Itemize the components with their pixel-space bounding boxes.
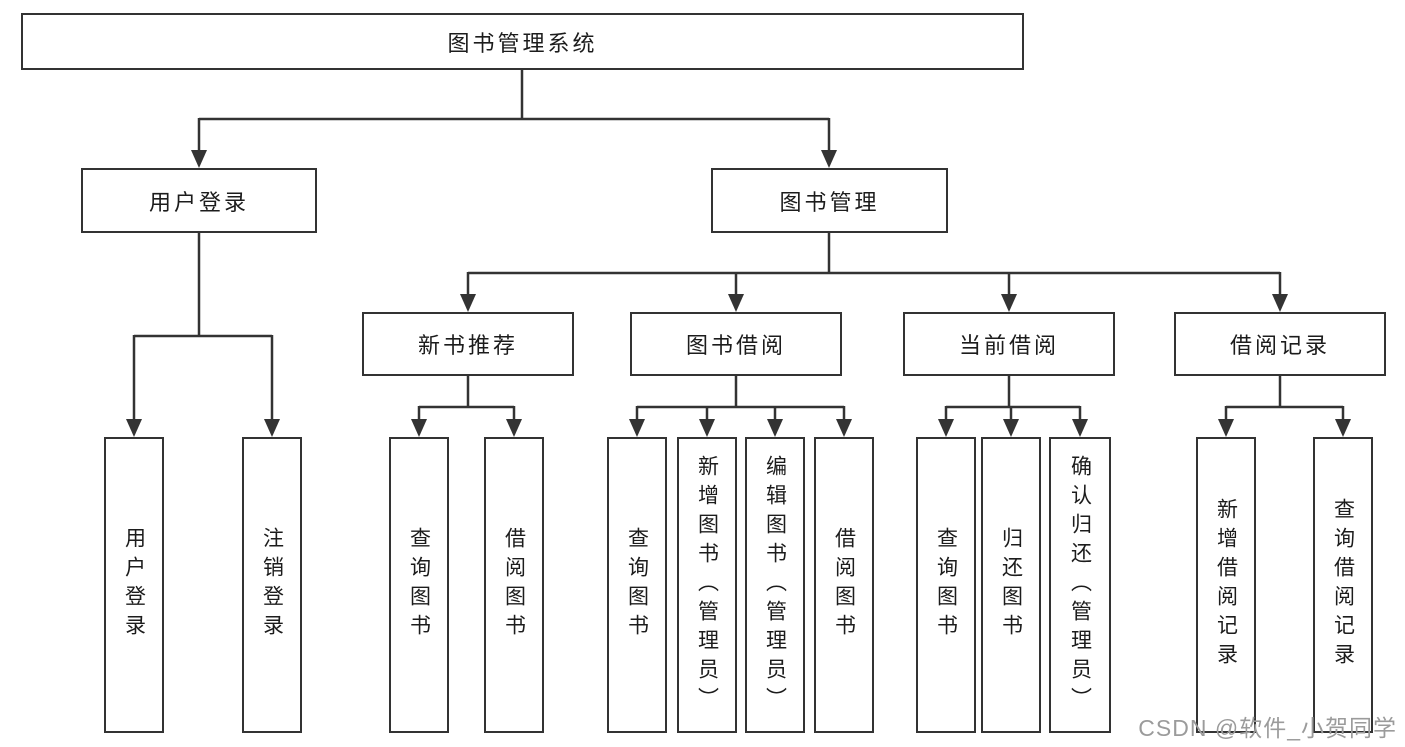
node-book-borrowing: 图书借阅 (630, 312, 842, 376)
node-new-book-recommend: 新书推荐 (362, 312, 574, 376)
leaf-user-login: 用户登录 (104, 437, 164, 733)
leaf-logout: 注销登录 (242, 437, 302, 733)
arrowhead-icons (126, 150, 1351, 437)
leaf-borrow-books-2: 借阅图书 (814, 437, 874, 733)
leaf-query-books-1: 查询图书 (389, 437, 449, 733)
node-user-login: 用户登录 (81, 168, 317, 233)
node-root-system: 图书管理系统 (21, 13, 1024, 70)
node-borrowing-records: 借阅记录 (1174, 312, 1386, 376)
leaf-edit-books-admin: 编辑图书（管理员） (745, 437, 805, 733)
leaf-return-books: 归还图书 (981, 437, 1041, 733)
leaf-query-borrow-record: 查询借阅记录 (1313, 437, 1373, 733)
leaf-add-books-admin: 新增图书（管理员） (677, 437, 737, 733)
leaf-borrow-books-1: 借阅图书 (484, 437, 544, 733)
leaf-confirm-return-admin: 确认归还（管理员） (1049, 437, 1111, 733)
leaf-add-borrow-record: 新增借阅记录 (1196, 437, 1256, 733)
node-current-borrowing: 当前借阅 (903, 312, 1115, 376)
leaf-query-books-2: 查询图书 (607, 437, 667, 733)
leaf-query-books-3: 查询图书 (916, 437, 976, 733)
csdn-watermark: CSDN @软件_小贺同学 (1138, 715, 1397, 741)
node-book-management: 图书管理 (711, 168, 948, 233)
